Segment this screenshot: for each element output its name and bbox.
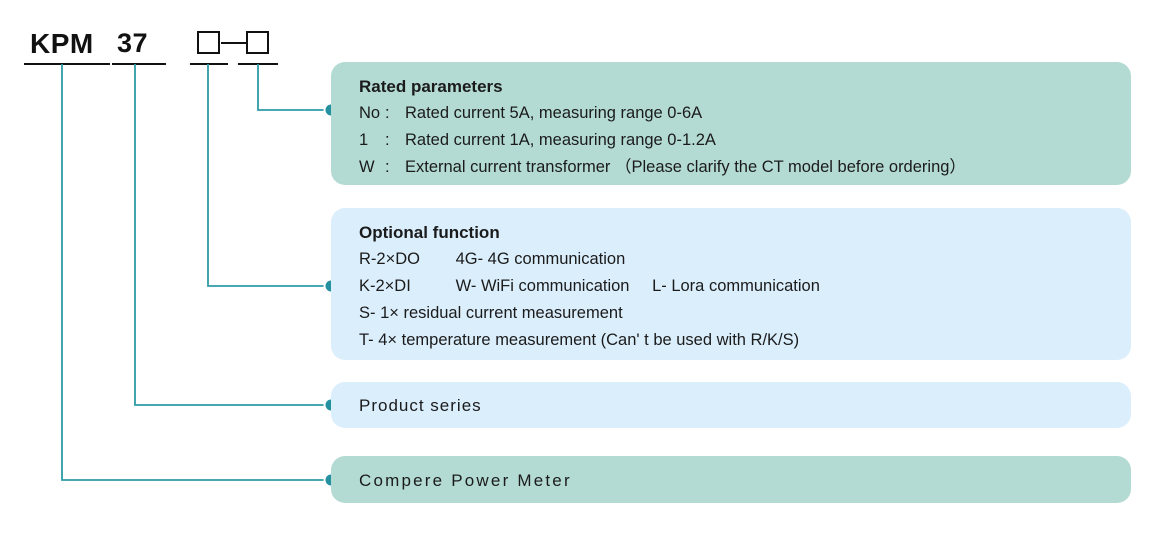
model-code-square-2 xyxy=(246,31,269,54)
optional-desc-wifi: W- WiFi communication xyxy=(455,277,630,295)
callout-compere-power-meter: Compere Power Meter xyxy=(331,456,1135,512)
rated-code-w: W xyxy=(359,158,375,176)
callout-shadow xyxy=(339,503,1135,512)
optional-code-r: R-2×DO xyxy=(359,250,420,268)
callout-shadow xyxy=(339,428,1135,437)
optional-desc-s: S- 1× residual current measurement xyxy=(359,304,623,322)
callout-title-compere-power-meter: Compere Power Meter xyxy=(359,471,572,490)
rated-row-w: W : External current transformer （Please… xyxy=(359,154,1131,181)
callout-shadow xyxy=(339,360,1135,369)
optional-desc-t: T- 4× temperature measurement (Can' t be… xyxy=(359,331,800,349)
model-code-square-1 xyxy=(197,31,220,54)
rated-desc-1: Rated current 1A, measuring range 0-1.2A xyxy=(405,131,716,149)
callout-title-optional: Optional function xyxy=(359,223,500,242)
model-code-kpm: KPM xyxy=(30,28,94,59)
callout-shadow xyxy=(339,185,1135,194)
model-code-dash xyxy=(221,42,246,44)
rated-code-1: 1 xyxy=(359,131,369,149)
rated-row-1: 1 : Rated current 1A, measuring range 0-… xyxy=(359,127,1131,154)
callout-title-rated: Rated parameters xyxy=(359,77,503,96)
callout-title-product-series: Product series xyxy=(359,396,482,415)
optional-row-t: T- 4× temperature measurement (Can' t be… xyxy=(359,327,1131,354)
rated-colon-no: : xyxy=(385,104,390,122)
optional-desc-4g: 4G- 4G communication xyxy=(455,250,626,268)
optional-code-k: K-2×DI xyxy=(359,277,411,295)
optional-row-k: K-2×DI W- WiFi communication L- Lora com… xyxy=(359,273,1131,300)
underline-square-1 xyxy=(190,63,228,65)
callout-optional-function: Optional function R-2×DO 4G- 4G communic… xyxy=(331,208,1135,369)
callout-rated-parameters: Rated parameters No : Rated current 5A, … xyxy=(331,62,1135,194)
rated-desc-no: Rated current 5A, measuring range 0-6A xyxy=(405,104,703,122)
model-code-37: 37 xyxy=(117,28,149,58)
rated-colon-w: : xyxy=(385,158,390,176)
underline-37 xyxy=(112,63,166,65)
optional-row-r: R-2×DO 4G- 4G communication xyxy=(359,246,1131,273)
rated-row-no: No : Rated current 5A, measuring range 0… xyxy=(359,100,1131,127)
underline-square-2 xyxy=(238,63,278,65)
callout-product-series: Product series xyxy=(331,382,1135,437)
optional-desc-lora: L- Lora communication xyxy=(652,277,820,295)
rated-colon-1: : xyxy=(385,131,390,149)
rated-desc-w: External current transformer （Please cla… xyxy=(405,158,966,176)
underline-kpm xyxy=(24,63,110,65)
optional-row-s: S- 1× residual current measurement xyxy=(359,300,1131,327)
rated-code-no: No xyxy=(359,104,381,122)
